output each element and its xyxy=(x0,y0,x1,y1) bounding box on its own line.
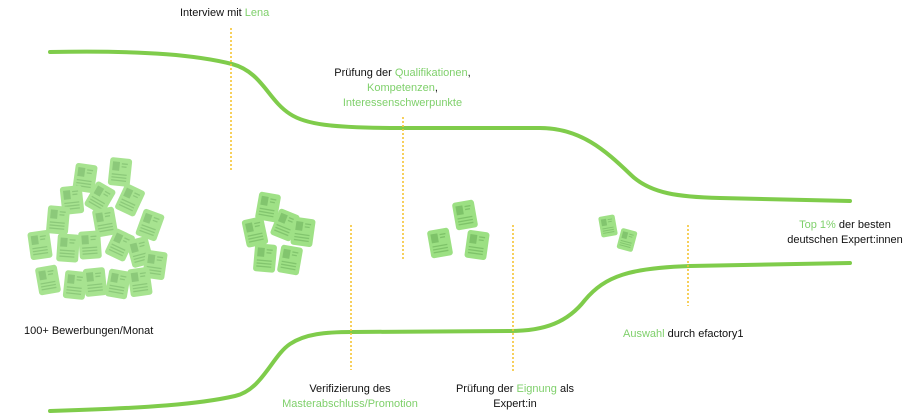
label-line: Prüfung der Qualifikationen, xyxy=(300,66,505,81)
label-text: 100+ Bewerbungen/Monat xyxy=(24,325,154,337)
resume-document-icon xyxy=(34,264,62,296)
resume-document-icon xyxy=(107,156,133,188)
label-text: Verifizierung des xyxy=(309,383,391,395)
label-line: Interessenschwerpunkte xyxy=(300,96,505,111)
label-text: , xyxy=(467,67,471,79)
label-suitability: Prüfung der Eignung als Expert:in xyxy=(440,382,590,412)
label-highlight: Auswahl xyxy=(623,328,665,340)
label-result: Top 1% der besten deutschen Expert:innen xyxy=(770,218,920,248)
label-text: Prüfung der xyxy=(334,67,395,79)
label-text: , xyxy=(434,82,438,94)
label-highlight: Kompetenzen xyxy=(367,82,435,94)
label-selection: Auswahl durch efactory1 xyxy=(623,327,743,342)
resume-document-icon xyxy=(426,227,454,259)
resume-document-icon xyxy=(27,229,53,261)
funnel-bottom-edge xyxy=(48,261,852,413)
label-text: der besten xyxy=(835,219,891,231)
document-pile-small xyxy=(426,199,490,261)
label-highlight: Eignung xyxy=(516,383,557,395)
resume-document-icon xyxy=(82,266,108,298)
label-text: Interview mit xyxy=(180,7,245,19)
resume-document-icon xyxy=(104,268,132,300)
resume-document-icon xyxy=(127,266,153,298)
label-highlight: Top 1% xyxy=(799,219,836,231)
label-highlight: Masterabschluss/Promotion xyxy=(282,398,418,410)
resume-document-icon xyxy=(241,216,269,248)
resume-document-icon xyxy=(598,214,618,238)
label-line: Prüfung der Eignung als xyxy=(440,382,590,397)
label-text: als xyxy=(556,383,575,395)
document-pile-tiny xyxy=(598,214,638,253)
resume-document-icon xyxy=(451,199,479,231)
label-highlight: Lena xyxy=(244,7,270,19)
resume-document-icon xyxy=(290,216,316,248)
label-interview: Interview mit Lena xyxy=(180,6,269,21)
resume-document-icon xyxy=(134,208,166,242)
label-intake: 100+ Bewerbungen/Monat xyxy=(24,324,153,339)
label-line: Top 1% der besten xyxy=(770,218,920,233)
label-highlight: Interessenschwerpunkte xyxy=(342,97,463,109)
label-text: Expert:in xyxy=(493,398,537,410)
resume-document-icon xyxy=(252,243,278,273)
document-pile-medium xyxy=(241,191,316,276)
resume-document-icon xyxy=(45,205,71,235)
document-pile-large xyxy=(27,156,168,301)
resume-document-icon xyxy=(616,227,638,253)
resume-document-icon xyxy=(56,233,80,263)
resume-document-icon xyxy=(114,182,146,218)
funnel-top-edge xyxy=(48,49,852,203)
label-qualification: Prüfung der Qualifikationen, Kompetenzen… xyxy=(300,66,505,111)
label-text: durch efactory1 xyxy=(664,328,744,340)
label-verification: Verifizierung des Masterabschluss/Promot… xyxy=(270,382,430,412)
resume-document-icon xyxy=(78,230,102,260)
label-line: Kompetenzen, xyxy=(300,81,505,96)
resume-document-icon xyxy=(464,229,490,261)
label-text: deutschen Expert:innen xyxy=(787,234,903,246)
resume-document-icon xyxy=(276,244,304,276)
label-highlight: Qualifikationen xyxy=(394,67,468,79)
label-text: Prüfung der xyxy=(455,383,517,395)
